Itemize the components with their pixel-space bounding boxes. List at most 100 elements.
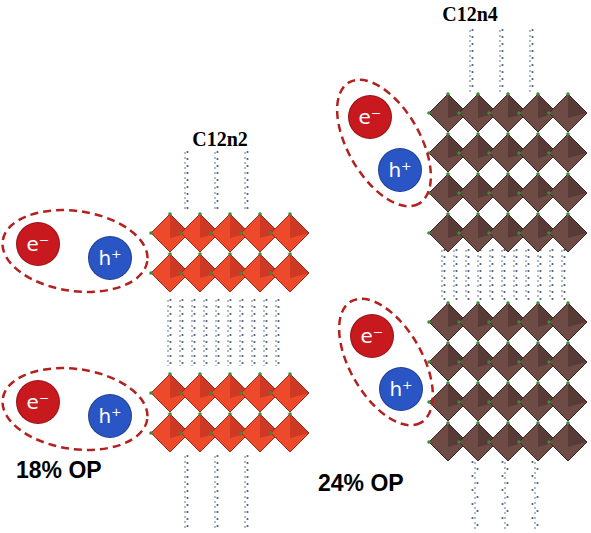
halide-atom [487, 400, 491, 404]
chain-atom [217, 313, 219, 315]
chain-atom [186, 504, 188, 506]
chain-atom [205, 348, 207, 350]
halide-atom [288, 412, 292, 416]
halide-atom [269, 431, 273, 435]
hole-circle: h⁺ [88, 236, 132, 280]
chain-atom [265, 327, 267, 329]
halide-atom [506, 132, 510, 136]
octahedron-face [568, 383, 587, 407]
chain-atom [515, 263, 517, 265]
chain-atom [265, 313, 267, 315]
halide-atom [566, 92, 570, 96]
chain-atom [193, 348, 195, 350]
chain-atom [193, 306, 195, 308]
chain-atom [265, 299, 267, 301]
alkyl-chain [477, 250, 478, 300]
halide-atom [149, 391, 153, 395]
halide-atom [487, 231, 491, 235]
halide-atom [487, 360, 491, 364]
charge-label: h⁺ [389, 379, 412, 399]
halide-atom [446, 172, 450, 176]
halide-atom [427, 440, 431, 444]
chain-atom [246, 165, 248, 167]
chain-atom [539, 263, 541, 265]
alkyl-chain [244, 152, 245, 210]
chain-atom [246, 490, 248, 492]
alkyl-chain [561, 250, 562, 300]
alkyl-chain [184, 456, 185, 528]
halide-atom [476, 92, 480, 96]
chain-atom [265, 355, 267, 357]
halide-atom [457, 400, 461, 404]
exciton-ellipse [0, 201, 153, 301]
chain-atom [491, 277, 493, 279]
chain-atom [501, 517, 503, 519]
hole-circle: h⁺ [88, 394, 132, 438]
chain-atom [531, 29, 533, 31]
chain-atom [501, 85, 503, 87]
octahedron [549, 383, 587, 421]
chain-atom [246, 179, 248, 181]
chain-atom [205, 313, 207, 315]
alkyl-chain [184, 152, 185, 210]
halide-atom [506, 341, 510, 345]
chain-atom [216, 207, 218, 209]
alkyl-chain [537, 250, 538, 300]
alkyl-chain [499, 30, 500, 92]
alkyl-chain [239, 300, 240, 366]
alkyl-chain [534, 462, 535, 530]
structure-label: C12n4 [442, 3, 498, 26]
electron-circle: e⁻ [350, 314, 394, 358]
halide-atom [239, 431, 243, 435]
halide-atom [476, 421, 480, 425]
octahedron-face [568, 94, 587, 118]
halide-atom [427, 400, 431, 404]
octahedron-face [568, 174, 587, 198]
chain-atom [527, 277, 529, 279]
chain-atom [186, 455, 188, 457]
alkyl-chain [504, 462, 505, 530]
chain-atom [277, 313, 279, 315]
halide-atom [487, 111, 491, 115]
chain-atom [479, 277, 481, 279]
chain-atom [169, 334, 171, 336]
chain-atom [186, 158, 188, 160]
chain-atom [471, 489, 473, 491]
chain-atom [479, 291, 481, 293]
chain-atom [169, 341, 171, 343]
halide-atom [536, 172, 540, 176]
halide-atom [487, 320, 491, 324]
hole-circle: h⁺ [379, 367, 423, 411]
halide-atom [446, 212, 450, 216]
exciton-outlines [0, 64, 452, 458]
chain-atom [246, 462, 248, 464]
charge-label: e⁻ [27, 392, 50, 412]
chain-atom [539, 291, 541, 293]
chain-atom [229, 341, 231, 343]
charge-label: h⁺ [98, 406, 121, 426]
chain-atom [253, 362, 255, 364]
halide-atom [427, 111, 431, 115]
chain-atom [186, 151, 188, 153]
chain-atom [501, 461, 503, 463]
chain-atom [241, 320, 243, 322]
chain-atom [186, 469, 188, 471]
halide-atom [228, 212, 232, 216]
electron-circle: e⁻ [16, 222, 60, 266]
chain-atom [476, 468, 478, 470]
chain-atom [265, 341, 267, 343]
chain-atom [169, 306, 171, 308]
chain-atom [181, 334, 183, 336]
halide-atom [269, 391, 273, 395]
chain-atom [186, 179, 188, 181]
electron-circle: e⁻ [348, 95, 392, 139]
chain-atom [246, 151, 248, 153]
halide-atom [179, 271, 183, 275]
chain-atom [241, 299, 243, 301]
chain-atom [216, 525, 218, 527]
chain-atom [217, 299, 219, 301]
chain-atom [471, 64, 473, 66]
octahedron-face [568, 423, 587, 447]
alkyl-chain [453, 250, 454, 300]
